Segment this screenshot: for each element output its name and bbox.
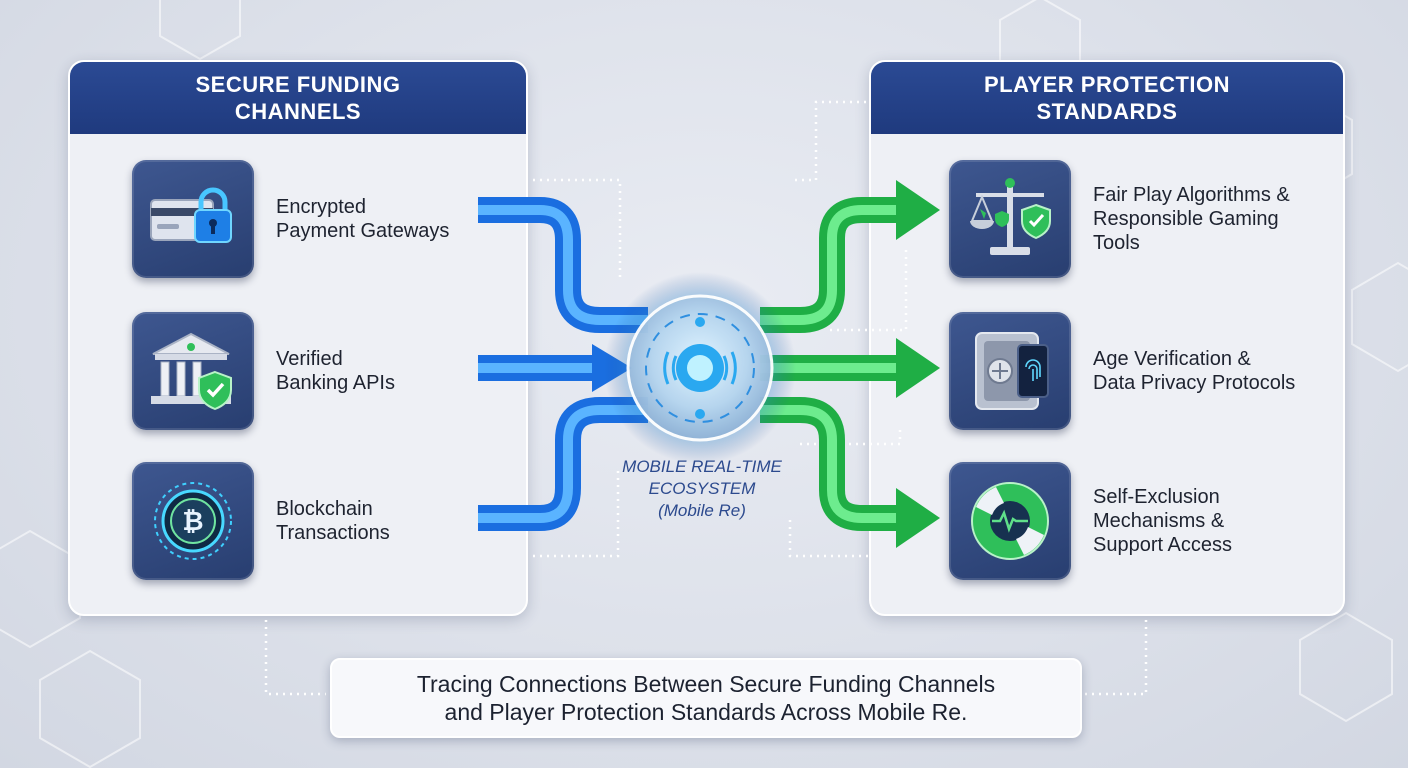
player-protection-panel: PLAYER PROTECTION STANDARDS Fair Play Al… [869, 60, 1345, 616]
item-label-line2: Responsible Gaming [1093, 208, 1279, 230]
hub-label-line2: ECOSYSTEM [648, 479, 756, 498]
caption-box: Tracing Connections Between Secure Fundi… [330, 658, 1082, 738]
item-label-line1: Encrypted [276, 196, 367, 218]
item-label-line2: Data Privacy Protocols [1093, 372, 1296, 394]
panel-title-line2: STANDARDS [1036, 99, 1178, 124]
caption-line1: Tracing Connections Between Secure Fundi… [416, 671, 996, 697]
item-label-line2: Transactions [276, 522, 390, 544]
item-label-line2: Banking APIs [276, 372, 395, 394]
item-blockchain-transactions: ₿ Blockchain Transactions [132, 462, 390, 580]
item-label-line2: Payment Gateways [276, 220, 450, 242]
scales-shield-icon [949, 160, 1071, 278]
secure-funding-panel: SECURE FUNDING CHANNELS Encrypted Paymen… [68, 60, 528, 616]
hub-label-line1: MOBILE REAL-TIME [622, 457, 782, 476]
panel-title-line2: CHANNELS [234, 99, 362, 124]
bitcoin-chip-icon: ₿ [132, 462, 254, 580]
item-label-line3: Support Access [1093, 534, 1232, 556]
vault-fingerprint-icon [949, 312, 1071, 430]
item-self-exclusion: Self-Exclusion Mechanisms & Support Acce… [949, 462, 1232, 580]
secure-funding-header: SECURE FUNDING CHANNELS [70, 62, 526, 134]
panel-title-line1: PLAYER PROTECTION [983, 72, 1231, 97]
item-fair-play-algorithms: Fair Play Algorithms & Responsible Gamin… [949, 160, 1290, 278]
player-protection-header: PLAYER PROTECTION STANDARDS [871, 62, 1343, 134]
panel-title-line1: SECURE FUNDING [195, 72, 401, 97]
bank-shield-icon [132, 312, 254, 430]
item-label-line1: Self-Exclusion [1093, 486, 1220, 508]
hub-label: MOBILE REAL-TIME ECOSYSTEM (Mobile Re) [596, 456, 808, 522]
item-label-line1: Blockchain [276, 498, 373, 520]
item-label-line1: Fair Play Algorithms & [1093, 184, 1290, 206]
item-age-verification: Age Verification & Data Privacy Protocol… [949, 312, 1295, 430]
item-verified-banking-apis: Verified Banking APIs [132, 312, 395, 430]
item-encrypted-payment-gateways: Encrypted Payment Gateways [132, 160, 449, 278]
hub-label-line3: (Mobile Re) [658, 501, 746, 520]
svg-text:₿: ₿ [182, 507, 203, 537]
lifebuoy-heartbeat-icon [949, 462, 1071, 580]
item-label-line1: Age Verification & [1093, 348, 1251, 370]
item-label-line2: Mechanisms & [1093, 510, 1225, 532]
item-label-line3: Tools [1093, 232, 1140, 254]
item-label-line1: Verified [276, 348, 343, 370]
card-lock-icon [132, 160, 254, 278]
caption-line2: and Player Protection Standards Across M… [444, 699, 968, 725]
